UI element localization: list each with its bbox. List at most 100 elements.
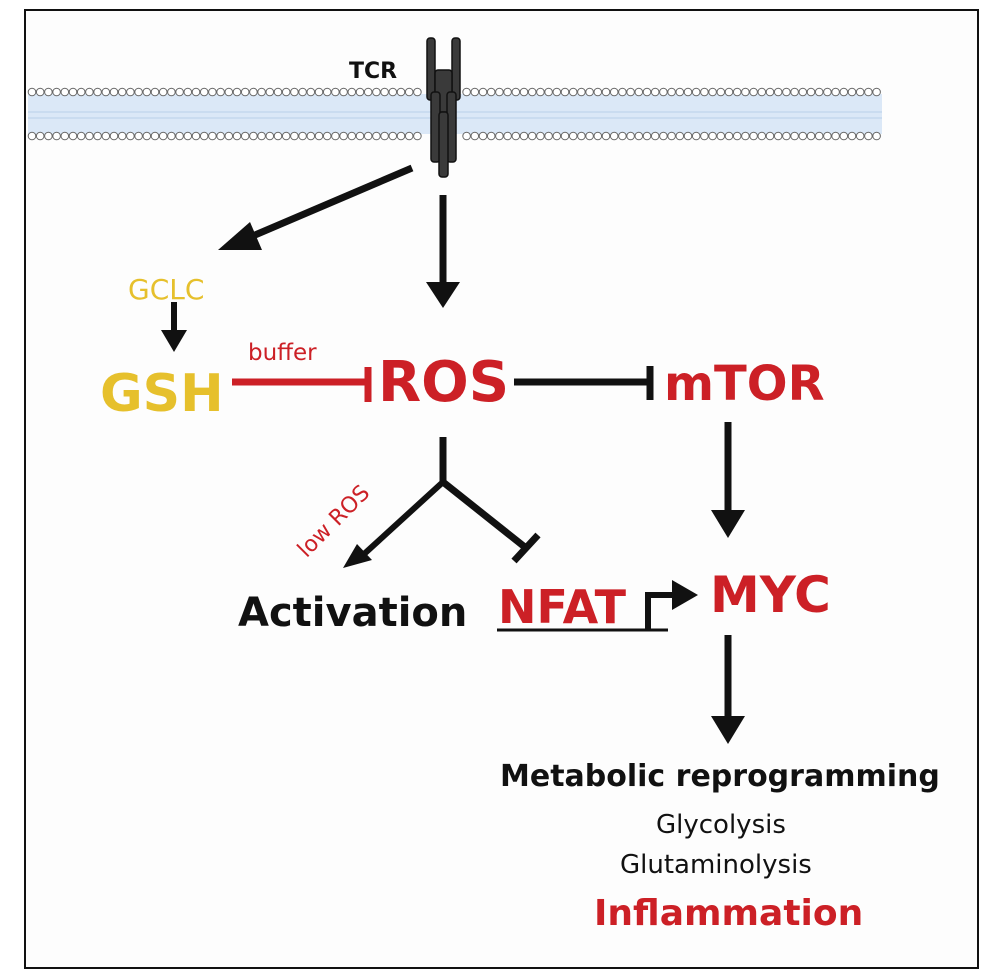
- lipid-head: [290, 87, 299, 97]
- lipid-head: [85, 87, 94, 97]
- lipid-head: [183, 131, 193, 141]
- lipid-head: [839, 131, 849, 141]
- gclc-label: GCLC: [128, 273, 205, 306]
- lipid-head: [806, 131, 816, 141]
- lipid-head: [380, 131, 389, 141]
- lipid-head: [175, 131, 184, 141]
- lipid-head: [814, 87, 824, 97]
- lipid-head: [609, 87, 619, 97]
- lipid-head: [626, 87, 635, 97]
- arrowhead-transcription: [672, 580, 698, 610]
- lipid-head: [536, 131, 545, 141]
- lipid-head: [76, 87, 86, 97]
- lipid-head: [134, 87, 143, 97]
- lipid-head: [101, 131, 111, 141]
- lipid-head: [773, 87, 783, 97]
- lipid-head: [257, 131, 266, 141]
- lipid-head: [757, 87, 767, 97]
- lipid-head: [765, 87, 775, 97]
- lipid-head: [27, 131, 37, 141]
- lipid-head: [732, 87, 742, 97]
- arrows: [161, 164, 745, 744]
- metabolic-reprogramming-label: Metabolic reprogramming: [500, 759, 940, 794]
- lipid-head: [847, 131, 857, 141]
- arrowhead-ros: [426, 282, 460, 308]
- lipid-head: [331, 87, 340, 97]
- lipid-head: [691, 87, 701, 97]
- lipid-head: [634, 131, 644, 141]
- lipid-head: [667, 131, 676, 141]
- lipid-head: [585, 131, 594, 141]
- lipid-head: [667, 87, 676, 97]
- arrowhead-gsh: [161, 330, 187, 352]
- lipid-head: [568, 131, 578, 141]
- lipid-head: [35, 131, 45, 141]
- lipid-head: [675, 131, 685, 141]
- lipid-head: [519, 87, 529, 97]
- lipid-head: [265, 131, 275, 141]
- lipid-head: [404, 87, 414, 97]
- lipid-head: [577, 87, 586, 97]
- lipid-head: [503, 87, 512, 97]
- lipid-head: [347, 131, 357, 141]
- nfat-label: NFAT: [498, 580, 627, 634]
- lipid-head: [175, 87, 184, 97]
- lipid-head: [363, 131, 373, 141]
- mtor-label: mTOR: [664, 356, 825, 412]
- lipid-head: [741, 131, 750, 141]
- arrowhead-gclc: [218, 222, 262, 250]
- lipid-head: [823, 131, 832, 141]
- lipid-head: [560, 131, 570, 141]
- lipid-head: [790, 131, 799, 141]
- lipid-head: [544, 131, 553, 141]
- lipid-head: [372, 131, 381, 141]
- lipid-head: [68, 131, 78, 141]
- lipid-head: [478, 131, 488, 141]
- lipid-head: [126, 131, 135, 141]
- lipid-head: [306, 87, 316, 97]
- lipid-head: [773, 131, 783, 141]
- lipid-head: [240, 131, 250, 141]
- lipid-head: [44, 131, 53, 141]
- lipid-head: [683, 87, 693, 97]
- lipid-head: [134, 131, 143, 141]
- lipid-head: [60, 131, 70, 141]
- lipid-head: [298, 87, 307, 97]
- arrowhead-metabolic: [711, 716, 745, 744]
- lipid-head: [85, 131, 94, 141]
- lipid-head: [798, 87, 808, 97]
- lipid-head: [93, 87, 102, 97]
- lipid-head: [388, 87, 398, 97]
- lipid-head: [798, 131, 808, 141]
- lipid-head: [486, 87, 496, 97]
- lipid-head: [626, 131, 635, 141]
- lipid-head: [273, 87, 283, 97]
- lipid-head: [486, 131, 496, 141]
- lipid-head: [142, 131, 152, 141]
- ros-branch-nfat: [440, 479, 529, 551]
- lipid-head: [642, 131, 652, 141]
- lipid-head: [199, 131, 209, 141]
- gsh-label: GSH: [100, 364, 224, 424]
- lipid-head: [249, 131, 258, 141]
- lipid-row-outer: [27, 87, 881, 97]
- lipid-head: [52, 87, 61, 97]
- lipid-head: [191, 87, 201, 97]
- lipid-head: [839, 87, 849, 97]
- lipid-head: [601, 87, 611, 97]
- tcr-receptor-icon: [426, 37, 461, 178]
- lipid-head: [831, 87, 840, 97]
- lipid-head: [700, 87, 709, 97]
- lipid-head: [314, 131, 324, 141]
- lipid-head: [208, 131, 217, 141]
- lipid-head: [249, 87, 258, 97]
- lipid-head: [724, 131, 734, 141]
- lipid-head: [552, 131, 562, 141]
- lipid-head: [470, 87, 480, 97]
- lipid-head: [806, 87, 816, 97]
- lipid-head: [158, 131, 168, 141]
- lipid-head: [257, 87, 266, 97]
- lipid-head: [117, 131, 127, 141]
- lipid-head: [716, 87, 726, 97]
- lipid-head: [609, 131, 619, 141]
